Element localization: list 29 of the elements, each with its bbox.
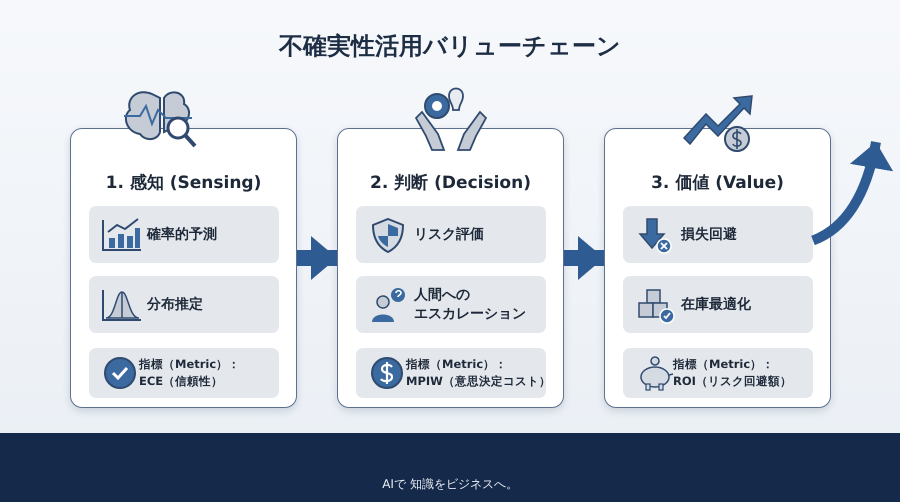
metric-box <box>623 348 813 398</box>
card-heading: 2. 判断 (Decision) <box>369 172 532 194</box>
tagline: AIで 知識をビジネスへ。 <box>381 476 519 493</box>
metric-box <box>356 348 546 398</box>
metric-text: 指標（Metric）： ECE（信頼性） <box>139 356 242 390</box>
step-box <box>89 206 279 263</box>
step-text: 人間へのエスカレーション <box>414 286 527 324</box>
flow-arrow <box>810 141 892 246</box>
metric-text: 指標（Metric）： ROI（リスク回避額） <box>673 356 793 390</box>
card-heading: 1. 感知 (Sensing) <box>104 172 262 194</box>
metric-text: 指標（Metric）： MPIW（意思決定コスト） <box>406 356 544 390</box>
metric-box <box>89 348 279 398</box>
card-heading: 3. 価値 (Value) <box>650 172 785 194</box>
step-box <box>356 276 546 333</box>
flow-arrow <box>564 236 604 280</box>
stage-card <box>70 128 297 408</box>
title: 不確実性活用バリューチェーン <box>278 31 622 62</box>
step-text: 在庫最適化 <box>681 295 752 314</box>
step-box <box>356 206 546 263</box>
stage-card <box>604 128 831 408</box>
step-text: リスク評価 <box>414 225 485 244</box>
step-text: 分布推定 <box>147 295 204 314</box>
flow-arrow <box>297 236 337 280</box>
step-box <box>623 206 813 263</box>
step-box <box>89 276 279 333</box>
step-text: 確率的予測 <box>147 225 218 244</box>
step-text: 損失回避 <box>681 225 738 244</box>
step-box <box>623 276 813 333</box>
stage-card <box>337 128 564 408</box>
